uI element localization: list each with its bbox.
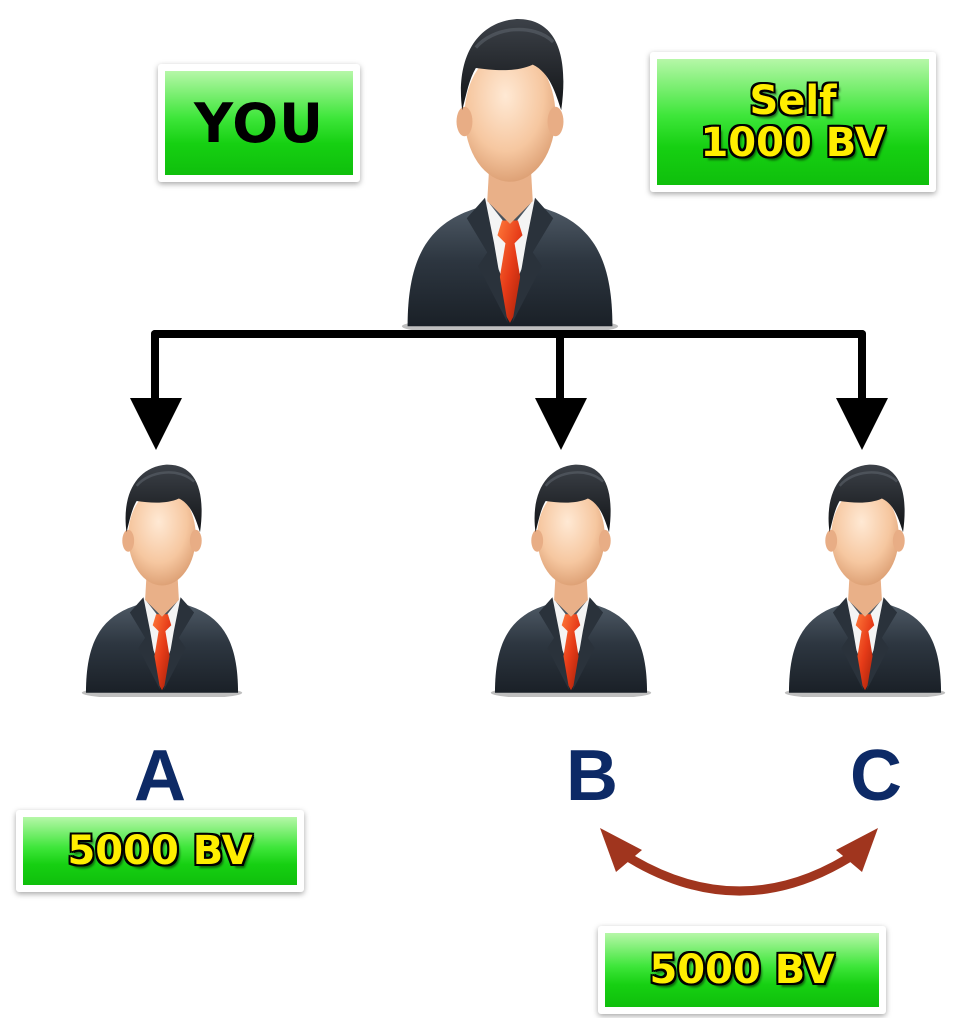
a-bv-value: 5000 BV [67, 828, 253, 874]
person-c-icon [784, 463, 946, 697]
bc-bv-badge: 5000 BV [598, 926, 886, 1014]
node-c-label: C [850, 736, 902, 816]
arrow-down-icon [535, 398, 587, 450]
node-a-label: A [134, 736, 186, 816]
person-a-icon [81, 463, 243, 697]
self-bv-badge: Self 1000 BV [650, 52, 936, 192]
person-you-icon [401, 17, 619, 332]
arrow-down-icon [836, 398, 888, 450]
person-b-icon [490, 463, 652, 697]
self-label: Self [749, 78, 837, 124]
you-badge: YOU [158, 64, 360, 182]
double-arrow-arc [615, 847, 863, 896]
self-bv-value: 1000 BV [700, 120, 886, 166]
node-b-label: B [566, 736, 618, 816]
arrow-head-right [836, 828, 878, 872]
bc-bv-value: 5000 BV [649, 947, 835, 993]
arrow-down-icon [130, 398, 182, 450]
a-bv-badge: 5000 BV [16, 810, 304, 892]
you-label: YOU [194, 91, 324, 155]
arrow-head-left [600, 828, 642, 872]
